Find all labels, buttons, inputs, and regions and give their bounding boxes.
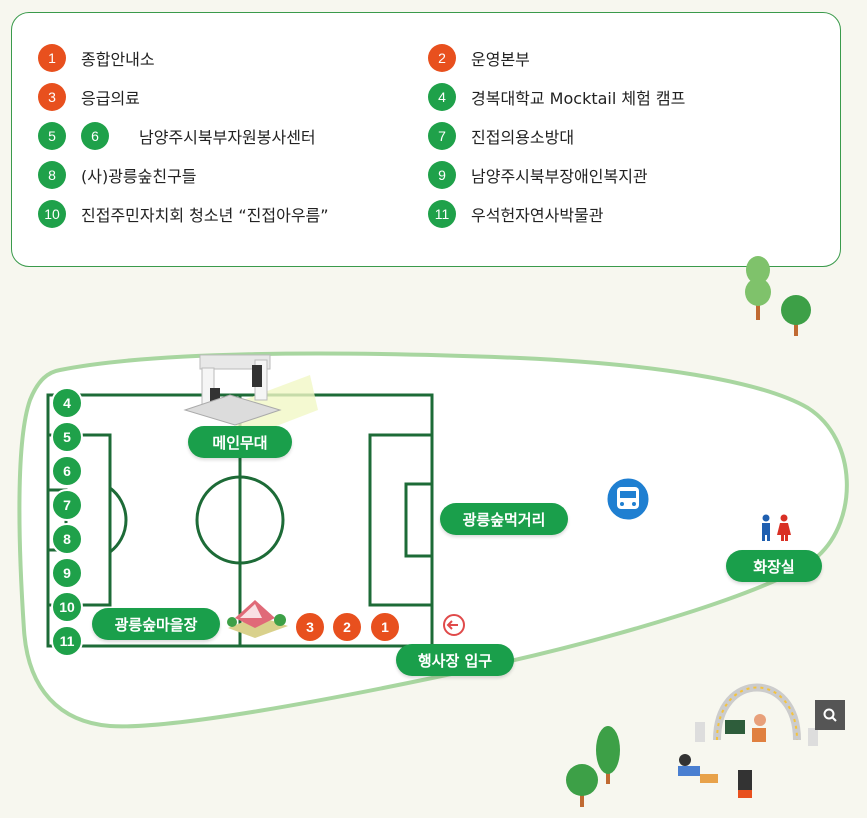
legend-label: 응급의료 [81, 89, 140, 108]
market-tent-icon [227, 600, 288, 638]
booth-marker[interactable]: 7 [51, 489, 83, 521]
legend-badge: 10 [38, 200, 66, 228]
legend-badge: 5 [38, 122, 66, 150]
legend-item: 8 (사)광릉숲친구들 [38, 161, 197, 189]
legend-label: (사)광릉숲친구들 [81, 167, 197, 186]
booth-marker[interactable]: 2 [331, 611, 363, 643]
legend-item: 1 종합안내소 [38, 44, 155, 72]
tree-icon [596, 726, 620, 784]
booth-marker[interactable]: 4 [51, 387, 83, 419]
legend-label: 경복대학교 Mocktail 체험 캠프 [471, 89, 686, 108]
legend-label: 우석헌자연사박물관 [471, 206, 604, 225]
booth-marker[interactable]: 11 [51, 625, 83, 657]
legend-badge: 2 [428, 44, 456, 72]
booth-marker[interactable]: 9 [51, 557, 83, 589]
booth-marker[interactable]: 5 [51, 421, 83, 453]
legend-item: 5 6 남양주시북부자원봉사센터 [38, 122, 316, 150]
zoom-button[interactable] [815, 700, 845, 730]
legend-label: 진접주민자치회 청소년 “진접아우름” [81, 206, 329, 225]
booth-marker[interactable]: 1 [369, 611, 401, 643]
legend-item: 11 우석헌자연사박물관 [428, 200, 603, 228]
food-street-label[interactable]: 광릉숲먹거리 [440, 503, 568, 535]
restroom-icon [762, 514, 791, 541]
bus-icon [604, 475, 652, 523]
booth-marker[interactable]: 8 [51, 523, 83, 555]
restroom-label[interactable]: 화장실 [726, 550, 822, 582]
legend-badge: 4 [428, 83, 456, 111]
tree-icon [745, 256, 771, 320]
entrance-arrow-icon [443, 614, 465, 636]
main-stage-icon [183, 354, 318, 440]
legend-item: 3 응급의료 [38, 83, 140, 111]
legend-label: 운영본부 [471, 50, 530, 69]
legend-label: 종합안내소 [81, 50, 155, 69]
legend-label: 진접의용소방대 [471, 128, 575, 147]
legend-badge: 8 [38, 161, 66, 189]
tree-icon [566, 764, 598, 807]
legend-badge: 6 [81, 122, 109, 150]
booth-marker[interactable]: 10 [51, 591, 83, 623]
booth-marker[interactable]: 3 [294, 611, 326, 643]
tree-icon [781, 295, 811, 336]
legend-badge: 1 [38, 44, 66, 72]
legend-item: 9 남양주시북부장애인복지관 [428, 161, 648, 189]
outdoor-stage-icon [678, 683, 818, 798]
legend-panel: 1 종합안내소 2 운영본부 3 응급의료 4 경복대학교 Mocktail 체… [11, 12, 841, 267]
legend-badge: 11 [428, 200, 456, 228]
legend-item: 7 진접의용소방대 [428, 122, 574, 150]
legend-item: 4 경복대학교 Mocktail 체험 캠프 [428, 83, 685, 111]
legend-item: 10 진접주민자치회 청소년 “진접아우름” [38, 200, 329, 228]
main-stage-label[interactable]: 메인무대 [188, 426, 292, 458]
village-market-label[interactable]: 광릉숲마을장 [92, 608, 220, 640]
legend-badge: 9 [428, 161, 456, 189]
booth-marker[interactable]: 6 [51, 455, 83, 487]
legend-label: 남양주시북부자원봉사센터 [139, 128, 316, 147]
legend-badge: 7 [428, 122, 456, 150]
entrance-label[interactable]: 행사장 입구 [396, 644, 514, 676]
legend-label: 남양주시북부장애인복지관 [471, 167, 648, 186]
legend-badge: 3 [38, 83, 66, 111]
search-icon [823, 708, 837, 722]
legend-item: 2 운영본부 [428, 44, 530, 72]
